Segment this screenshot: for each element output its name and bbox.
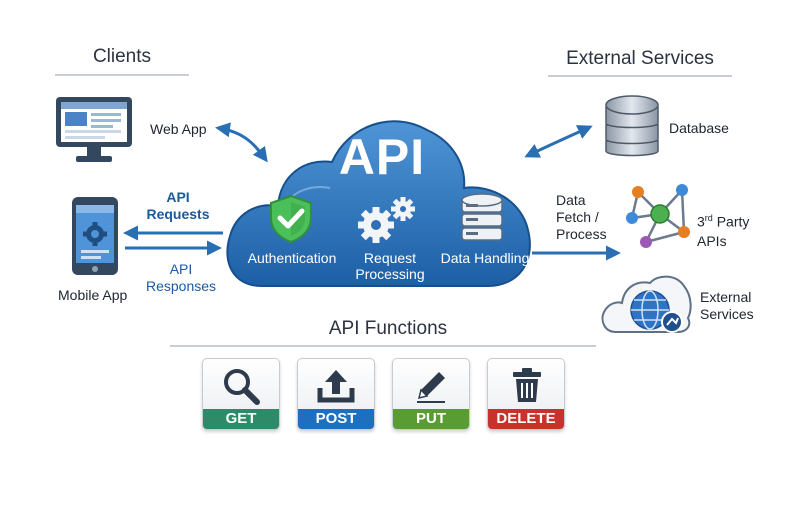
put-label: PUT xyxy=(393,409,469,429)
api-cloud xyxy=(226,120,531,287)
globe-cloud-icon xyxy=(601,275,692,333)
pencil-icon xyxy=(417,372,445,403)
database-label: Database xyxy=(669,120,729,136)
external-services-heading: External Services xyxy=(566,48,714,69)
monitor-icon xyxy=(56,97,132,162)
database-icon xyxy=(461,193,503,241)
request-processing-label: Request Processing xyxy=(355,250,425,282)
web-app-label: Web App xyxy=(150,121,207,137)
trash-icon xyxy=(513,368,541,402)
clients-rule xyxy=(55,74,189,76)
database-arrow xyxy=(524,125,593,158)
authentication-label: Authentication xyxy=(247,250,337,266)
data-fetch-label: Data Fetch / Process xyxy=(556,192,607,242)
upload-icon xyxy=(317,370,355,403)
mobile-app-label: Mobile App xyxy=(58,287,128,303)
delete-label: DELETE xyxy=(488,409,564,429)
api-requests-label: API Requests xyxy=(146,189,210,222)
magnifier-icon xyxy=(224,369,260,405)
data-handling-label: Data Handling xyxy=(440,250,530,266)
delete-button[interactable]: DELETE xyxy=(487,358,565,430)
external-services-label: External Services xyxy=(700,289,754,322)
database-icon xyxy=(605,95,659,157)
third-party-label: 3rd Party APIs xyxy=(697,213,750,249)
post-button[interactable]: POST xyxy=(297,358,375,430)
clients-heading: Clients xyxy=(92,46,152,67)
smartphone-icon xyxy=(72,197,118,275)
api-responses-label: API Responses xyxy=(145,261,217,294)
shield-check-icon xyxy=(270,194,312,244)
put-button[interactable]: PUT xyxy=(392,358,470,430)
post-label: POST xyxy=(298,409,374,429)
api-functions-rule xyxy=(170,345,596,347)
get-label: GET xyxy=(203,409,279,429)
cloud-title: API xyxy=(338,129,426,185)
network-icon xyxy=(626,184,690,248)
api-functions-heading: API Functions xyxy=(328,318,448,339)
get-button[interactable]: GET xyxy=(202,358,280,430)
web-app-arrow xyxy=(215,122,268,163)
external-services-rule xyxy=(548,75,732,77)
gears-icon xyxy=(358,197,415,243)
